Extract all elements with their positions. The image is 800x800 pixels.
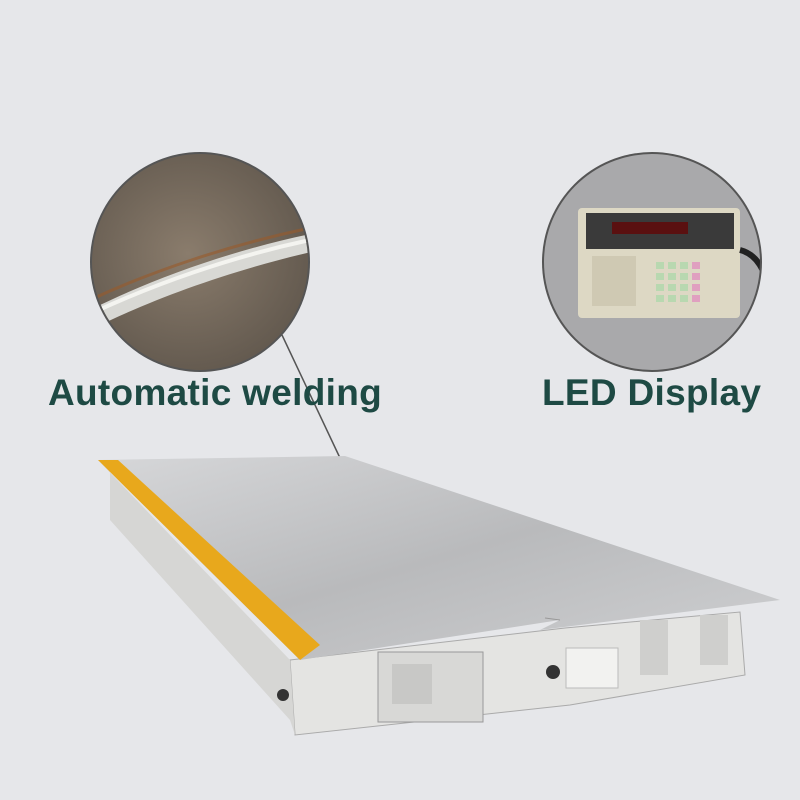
leader-line bbox=[281, 334, 341, 459]
truck-scale-platform bbox=[98, 456, 780, 736]
yellow-edge-stripe bbox=[98, 460, 320, 660]
automatic-welding-label: Automatic welding bbox=[48, 372, 382, 413]
led-display-label: LED Display bbox=[542, 372, 762, 413]
led-display-closeup-circle bbox=[542, 152, 762, 372]
weld-closeup-circle bbox=[90, 152, 310, 372]
